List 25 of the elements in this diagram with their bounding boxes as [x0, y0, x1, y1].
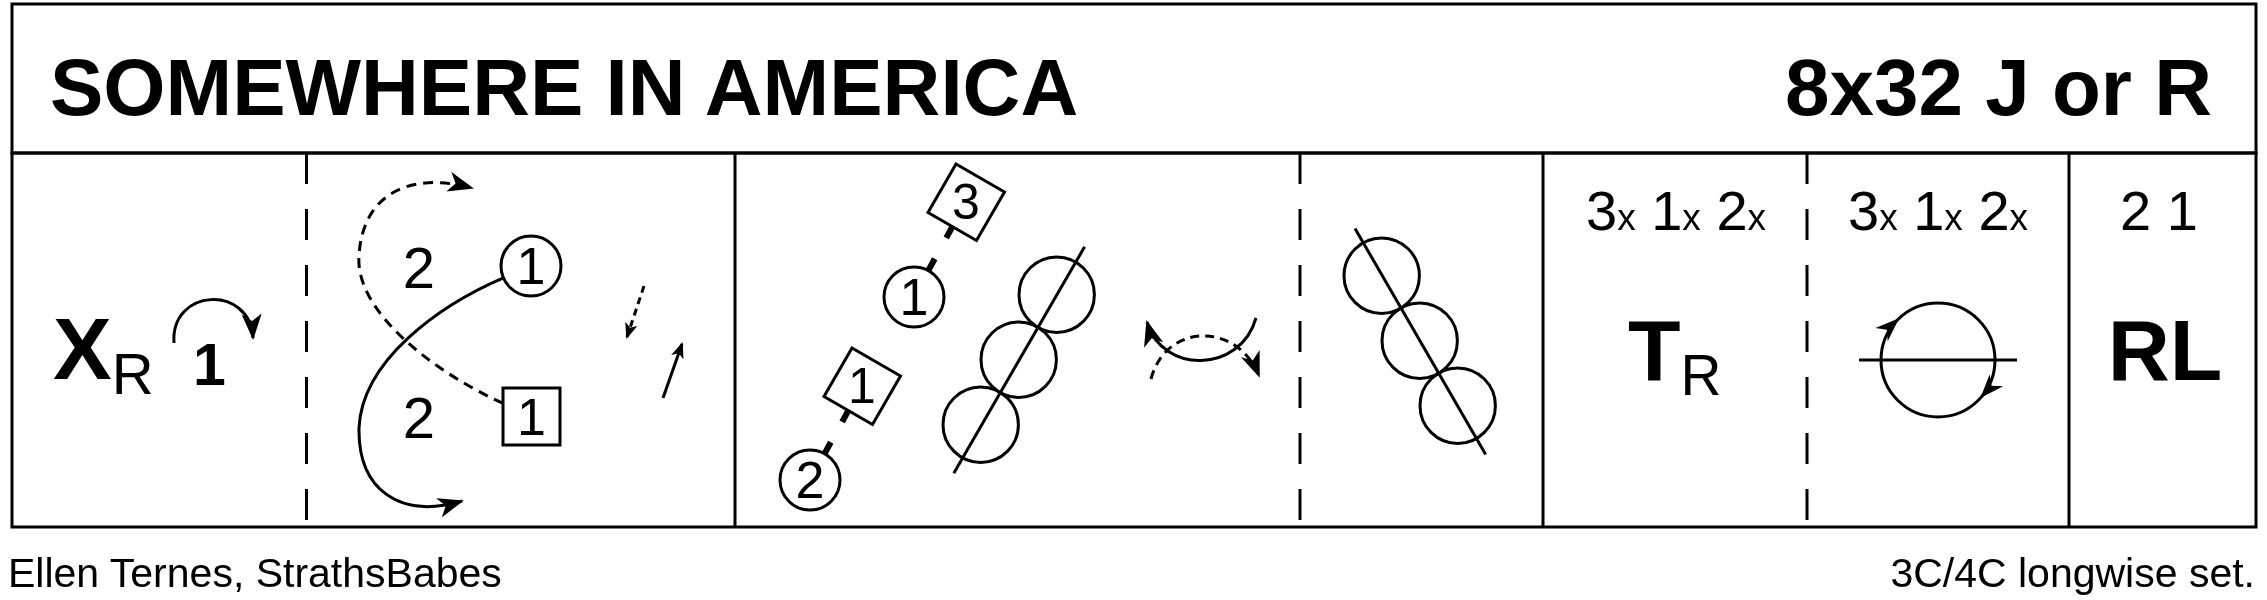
dashed-connector: [925, 225, 956, 272]
circle-outline: [1017, 255, 1097, 335]
figure-symbol: T$_{R}$: [1628, 307, 1722, 394]
couple-number: 2: [402, 238, 436, 297]
circle-outline: [1418, 366, 1498, 446]
figure-symbol: X$_{R}$: [53, 305, 154, 394]
numbered-circle: 1: [882, 264, 946, 329]
couple-number: 2: [402, 388, 436, 447]
set-description: 3C/4C longwise set.: [1890, 553, 2255, 595]
couple-number: 1: [193, 336, 226, 395]
couple-order: 2 1: [2120, 182, 2198, 239]
dashed-connector: [821, 409, 852, 456]
curved-arrow: [357, 276, 505, 517]
author-credit: Ellen Ternes, StrathsBabes: [8, 553, 502, 595]
figure-symbol: RL: [2107, 307, 2223, 394]
numbered-square: 1: [501, 386, 562, 447]
title: SOMEWHERE IN AMERICA: [50, 48, 1079, 129]
circle-outline: [1342, 235, 1422, 316]
header-text: 8x32 J or R: [1785, 48, 2212, 129]
circle-outline: [941, 384, 1021, 465]
circle-outline: [1380, 301, 1460, 381]
numbered-circle: 1: [499, 234, 563, 298]
circle-outline: [979, 319, 1059, 400]
curved-arrow: [357, 173, 504, 405]
numbered-circle: 2: [778, 448, 842, 512]
